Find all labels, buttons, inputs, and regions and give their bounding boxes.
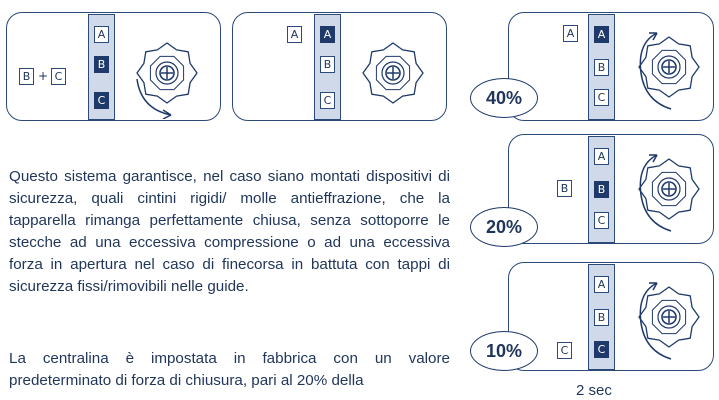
key-a: A [287,26,302,43]
step-panel-40: A A B C [508,12,714,121]
adjustment-knob-icon [638,282,700,360]
key-c-pressed: C [594,341,609,358]
key-b: B [557,180,572,197]
key-a-pressed: A [320,26,335,43]
description-paragraph: Questo sistema garantisce, nel caso sian… [9,168,450,295]
key-c-pressed: C [94,92,109,109]
description-paragraph-2: La centralina è impostata in fabbrica co… [9,350,450,389]
key-b: B [594,309,609,326]
key-b-pressed: B [94,56,109,73]
key-b-pressed: B [594,181,609,198]
step-panel-20: B A B C [508,134,714,244]
button-column: A B C [588,14,615,120]
force-percentage-40: 40% [470,78,538,118]
button-column: A B C [588,264,615,370]
button-column: A B C [88,14,115,120]
key-c: C [557,342,572,359]
duration-caption: 2 sec [576,382,612,399]
adjustment-knob-icon [638,154,700,232]
key-b: B [594,59,609,76]
key-c: C [320,92,335,109]
key-c: C [594,89,609,106]
step-panel-2: A A B C [232,12,447,121]
key-c: C [594,212,609,229]
force-percentage-10: 10% [470,331,538,371]
adjustment-knob-icon [362,42,424,104]
adjustment-knob-icon [638,32,700,110]
key-a: A [563,25,578,42]
key-b: B [320,56,335,73]
button-column: A B C [314,14,341,120]
plus-sign: + [38,69,49,83]
step-panel-1: B + C A B C [6,12,221,121]
key-a: A [594,148,609,165]
key-a: A [94,26,109,43]
step-panel-10: C A B C [508,262,714,371]
button-column: A B C [588,136,615,243]
key-a: A [594,276,609,293]
adjustment-knob-icon [136,42,198,119]
key-c: C [51,68,66,85]
key-a-pressed: A [594,26,609,43]
force-percentage-20: 20% [470,207,538,247]
key-b: B [19,68,34,85]
